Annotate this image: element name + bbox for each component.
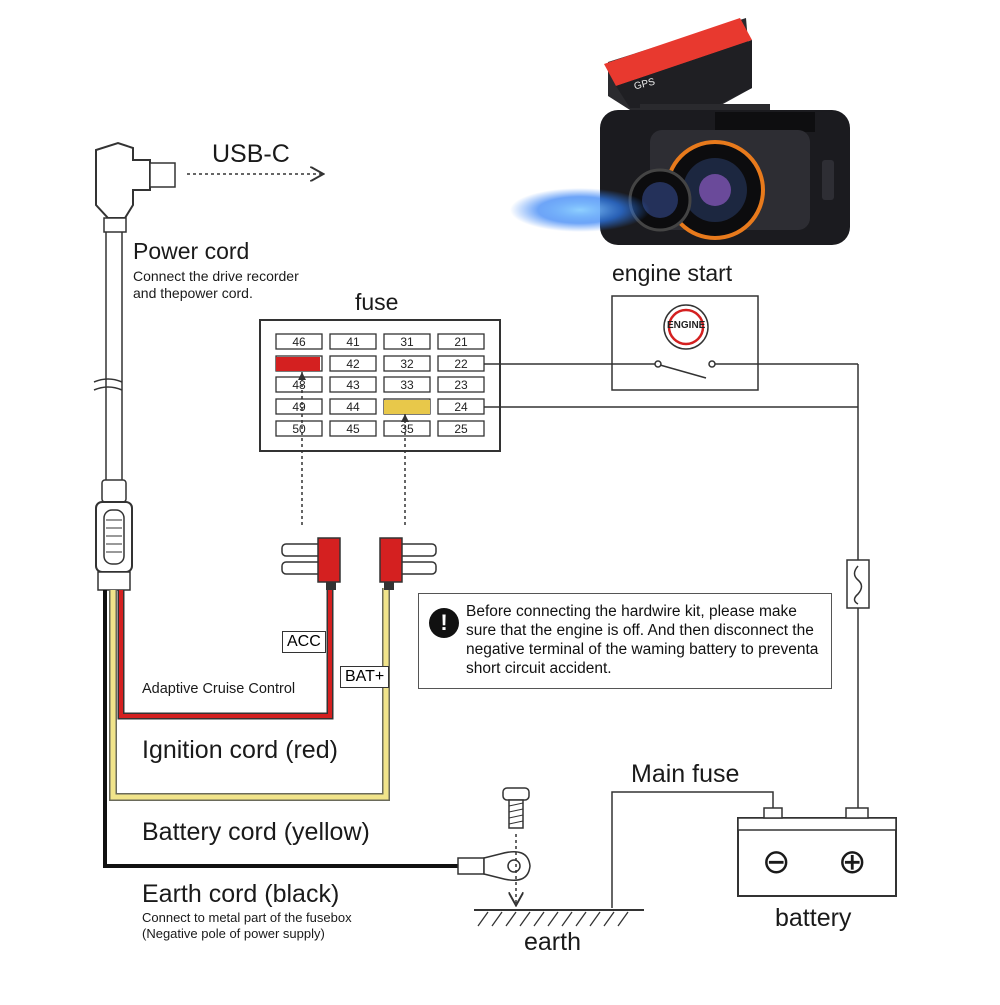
fuse-slot bbox=[275, 376, 323, 393]
fuse-slot bbox=[275, 333, 323, 350]
fuse-slot-number: 22 bbox=[454, 357, 468, 371]
fuse-slot-number: 45 bbox=[346, 422, 360, 436]
fuse-slot bbox=[329, 398, 377, 415]
fuse-slot bbox=[437, 376, 485, 393]
fuse-label: fuse bbox=[355, 289, 399, 315]
battery-symbol bbox=[737, 807, 897, 897]
engine-start-switch bbox=[611, 295, 759, 391]
inline-connector bbox=[95, 479, 133, 591]
engine-button-label: ENGINE bbox=[667, 320, 706, 331]
earth-cord-note-1: Connect to metal part of the fusebox bbox=[142, 910, 352, 925]
fuse-slot-number: 32 bbox=[400, 357, 414, 371]
earth-ground-symbol bbox=[474, 909, 644, 927]
fuse-box: 46 41 31 21 42 32 22 48 43 33 23 49 44 24 50 45 35 25 bbox=[259, 319, 501, 452]
power-cord-note-2: and thepower cord. bbox=[133, 285, 253, 301]
warning-box: ! Before connecting the hardwire kit, pl… bbox=[418, 593, 832, 689]
earth-label: earth bbox=[524, 928, 581, 956]
usb-c-label: USB-C bbox=[212, 140, 290, 168]
ring-terminal bbox=[457, 851, 531, 881]
fuse-slot-number: 49 bbox=[292, 400, 306, 414]
yellow-wire bbox=[110, 588, 389, 800]
fuse-slot bbox=[383, 376, 431, 393]
fuse-slot bbox=[383, 355, 431, 372]
warning-text: Before connecting the hardwire kit, plea… bbox=[466, 603, 819, 677]
fuse-slot-number: 44 bbox=[346, 400, 360, 414]
power-cord-note-1: Connect the drive recorder bbox=[133, 268, 299, 284]
fuse-slot-number: 43 bbox=[346, 378, 360, 392]
dash-camera-image bbox=[510, 18, 850, 245]
acc-label: ACC bbox=[282, 631, 326, 653]
battery-label: battery bbox=[775, 904, 852, 932]
earth-cord-note-2: (Negative pole of power supply) bbox=[142, 926, 325, 941]
fuse-slot-number: 35 bbox=[400, 422, 414, 436]
usb-c-connector bbox=[95, 141, 176, 233]
acc-fuse-tap bbox=[281, 537, 341, 590]
earth-cord-label: Earth cord (black) bbox=[142, 880, 340, 908]
ignition-cord-label: Ignition cord (red) bbox=[142, 736, 338, 764]
fuse-slot bbox=[329, 420, 377, 437]
battery-cord-label: Battery cord (yellow) bbox=[142, 818, 370, 846]
fuse-slot-number: 21 bbox=[454, 335, 468, 349]
power-cable bbox=[93, 232, 123, 480]
fuse-slot-number: 48 bbox=[292, 378, 306, 392]
fuse-slot bbox=[383, 333, 431, 350]
fuse-slot bbox=[329, 333, 377, 350]
main-fuse-label: Main fuse bbox=[631, 760, 740, 788]
screw-icon bbox=[502, 787, 530, 829]
fuse-slot-number: 41 bbox=[346, 335, 360, 349]
fuse-slot-number: 42 bbox=[346, 357, 360, 371]
fuse-slot-number: 46 bbox=[292, 335, 306, 349]
fuse-slot-number: 23 bbox=[454, 378, 468, 392]
engine-start-label: engine start bbox=[612, 260, 733, 286]
fuse-slot bbox=[329, 376, 377, 393]
fuse-slot-number: 31 bbox=[400, 335, 414, 349]
black-wire bbox=[103, 590, 460, 868]
battery-minus-icon: ⊖ bbox=[762, 843, 791, 881]
fuse-slot-number: 50 bbox=[292, 422, 306, 436]
bat-plus-label: BAT+ bbox=[340, 666, 390, 688]
adaptive-cruise-control-label: Adaptive Cruise Control bbox=[142, 681, 296, 697]
fuse-slot bbox=[329, 355, 377, 372]
fuse-slot bbox=[437, 333, 485, 350]
fuse-slot-number: 25 bbox=[454, 422, 468, 436]
main-fuse-wire bbox=[611, 791, 774, 908]
battery-plus-icon: ⊕ bbox=[838, 843, 867, 881]
fuse-slot-number: 33 bbox=[400, 378, 414, 392]
power-cord-label: Power cord bbox=[133, 238, 250, 264]
fuse-slot bbox=[275, 420, 323, 437]
fuse-slot bbox=[275, 398, 323, 415]
fuse-slot bbox=[437, 420, 485, 437]
red-wire bbox=[119, 588, 332, 718]
yellow-fuse-slot bbox=[384, 400, 430, 414]
fuse-slot-number: 24 bbox=[454, 400, 468, 414]
warning-icon: ! bbox=[429, 608, 459, 638]
bat-fuse-tap bbox=[379, 537, 437, 590]
inline-fuse-symbol bbox=[846, 559, 870, 609]
red-fuse-slot bbox=[276, 357, 320, 371]
